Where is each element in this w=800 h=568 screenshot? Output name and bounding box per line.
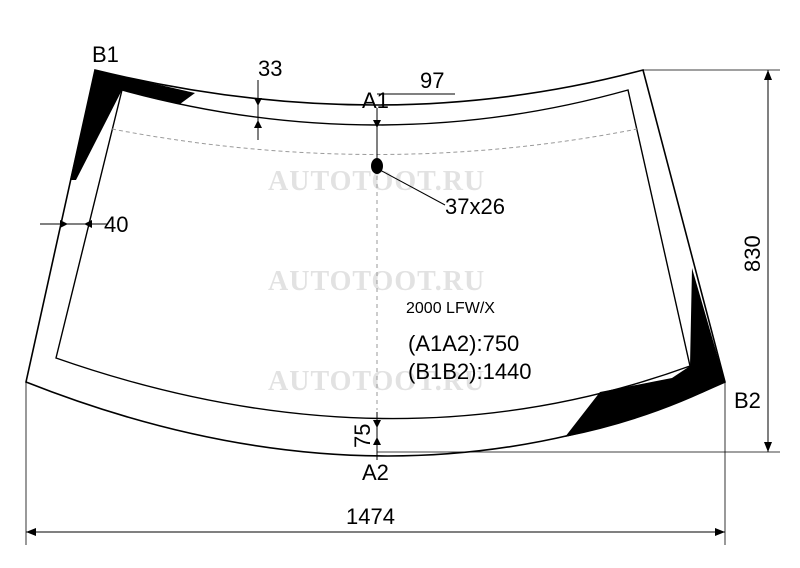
height-arrow-bottom: [764, 442, 772, 452]
label-a2: A2: [362, 460, 389, 485]
label-a1: A1: [362, 88, 389, 113]
label-b1: B1: [92, 42, 119, 67]
width-arrow-right: [715, 528, 725, 536]
visible-area-dashed-line: [111, 128, 638, 155]
watermark-middle: AUTOTOOT.RU: [268, 266, 485, 297]
top-band-arrow-bottom: [254, 120, 262, 128]
dim-height: 830: [740, 235, 765, 272]
dim-top-band: 33: [258, 56, 282, 81]
b1b2-measure: (B1B2):1440: [408, 359, 532, 384]
glass-inner-outline: [55, 89, 691, 420]
label-b2: B2: [734, 388, 761, 413]
side-band-arrow-left: [60, 220, 68, 228]
a1a2-measure: (A1A2):750: [408, 331, 519, 356]
bottom-band-arrow-top: [373, 420, 381, 428]
corner-band-bottom-right: [565, 268, 725, 437]
rain-sensor-mark: [371, 158, 383, 174]
watermark-bottom: AUTOTOOT.RU: [268, 366, 485, 397]
bottom-band-arrow-bottom: [373, 437, 381, 445]
dim-sensor: 37x26: [445, 194, 505, 219]
height-arrow-top: [764, 70, 772, 80]
dim-side-band: 40: [104, 212, 128, 237]
width-arrow-left: [26, 528, 36, 536]
dim-bottom-band: 75: [350, 424, 375, 448]
top-band-arrow-top: [254, 98, 262, 106]
sensor-leader-line: [379, 169, 446, 206]
corner-band-top-left: [70, 70, 195, 180]
dim-width: 1474: [346, 504, 395, 529]
dim-a1-offset: 97: [420, 68, 444, 93]
a1-arrow-head: [373, 120, 381, 128]
side-band-arrow-right: [84, 220, 92, 228]
model-code: 2000 LFW/X: [406, 300, 495, 317]
